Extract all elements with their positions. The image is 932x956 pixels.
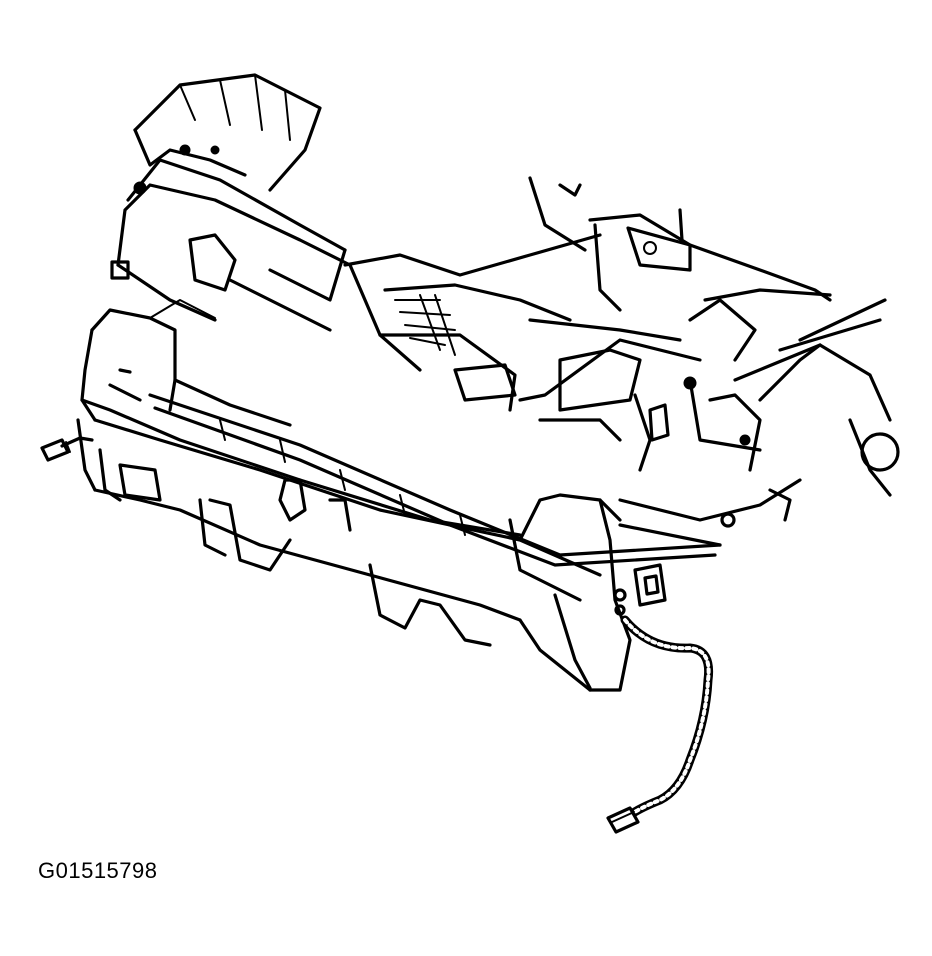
upper-right-support-structure — [528, 176, 900, 497]
right-mount-bracket — [613, 563, 667, 616]
wiring-connector — [606, 806, 640, 834]
upper-left-support-structure — [110, 73, 352, 332]
bumper-impact-bar — [148, 393, 802, 567]
left-connector — [40, 436, 94, 462]
bumper-fascia — [76, 299, 632, 692]
radiator-core-support — [343, 233, 762, 472]
wiring-harness — [620, 615, 714, 820]
figure-id-label: G01515798 — [38, 858, 158, 883]
